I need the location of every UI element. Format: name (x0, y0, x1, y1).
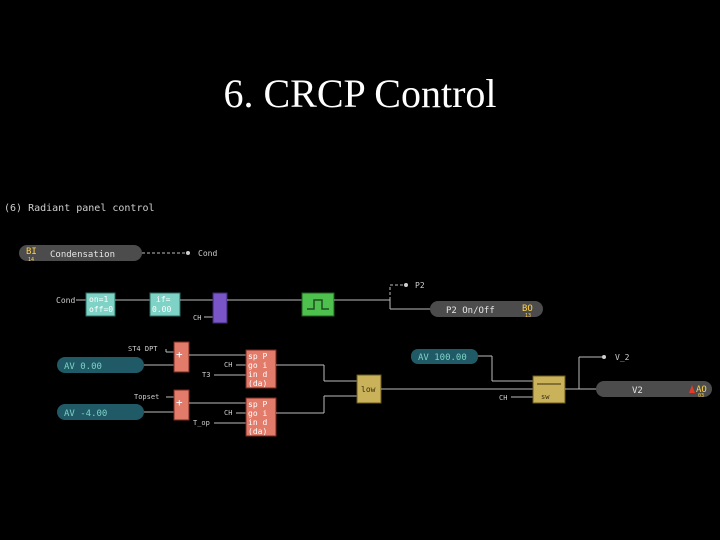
t-op-label: T_op (193, 419, 210, 427)
pid1-l1: sp P (248, 352, 267, 361)
bi-label: Condensation (50, 250, 115, 260)
cond-output-node (186, 251, 190, 255)
pulse-icon (307, 299, 329, 310)
mapper-block[interactable]: on=1 off=0 (85, 292, 116, 317)
p2-node (404, 283, 408, 287)
slide-title: 6. CRCP Control (223, 71, 497, 116)
bo-p2-block[interactable]: P2 On/Off BO 13 (430, 301, 543, 319)
av100-label: AV 100.00 (418, 353, 467, 363)
switch-block[interactable]: sw (532, 375, 566, 404)
low-label: low (361, 385, 376, 394)
av-100-block[interactable]: AV 100.00 (411, 349, 478, 364)
ch-small-label: CH (193, 314, 201, 322)
pid2-l1: sp P (248, 400, 267, 409)
sum1-plus: + (176, 348, 183, 361)
pid1-l2: go i (248, 361, 267, 370)
bo-sub: 13 (525, 313, 531, 319)
ch-sw-label: CH (499, 394, 507, 402)
pid2-l3: in d (248, 418, 267, 427)
cond-input-label: Cond (56, 296, 75, 305)
bi-condensation-block[interactable]: BI 14 Condensation (19, 245, 142, 263)
av1-label: AV 0.00 (64, 362, 102, 372)
if-line2: 0.00 (152, 305, 171, 314)
sum-block-1[interactable]: + (173, 341, 190, 373)
bo-tag: BO (522, 304, 533, 314)
bo-label: P2 On/Off (446, 306, 495, 316)
ao-tag: AO (696, 385, 707, 395)
cond-output-label: Cond (198, 249, 217, 258)
p2-tap-label: P2 (415, 281, 425, 290)
bi-tag: BI (26, 247, 37, 257)
av-setpoint-2[interactable]: AV -4.00 (57, 404, 144, 420)
ao-v2-block[interactable]: V2 AO 03 (596, 381, 712, 399)
if-block[interactable]: if= 0.00 (149, 292, 181, 317)
purple-block[interactable] (212, 292, 228, 324)
if-line1: if= (156, 295, 171, 304)
pid2-l2: go i (248, 409, 267, 418)
ao-alarm-icon (689, 385, 695, 393)
pid1-l3: in d (248, 370, 267, 379)
mapper-line2: off=0 (89, 305, 113, 314)
pid-block-1[interactable]: sp P go i in d (da) (245, 349, 277, 389)
pid-block-2[interactable]: sp P go i in d (da) (245, 397, 277, 437)
diagram-caption: (6) Radiant panel control (4, 203, 155, 214)
bi-sub: 14 (28, 257, 34, 263)
ch-b-label: CH (224, 409, 232, 417)
t3-label: T3 (202, 371, 210, 379)
pid1-l4: (da) (248, 379, 267, 388)
v2-node (602, 355, 606, 359)
sum-block-2[interactable]: + (173, 389, 190, 421)
av2-label: AV -4.00 (64, 409, 107, 419)
green-delay-block[interactable] (301, 292, 335, 317)
low-select-block[interactable]: low (356, 374, 382, 404)
av1-signal-label: ST4 DPT (128, 345, 158, 353)
mapper-line1: on=1 (89, 295, 108, 304)
sw-label: sw (541, 393, 550, 401)
ao-sub: 03 (698, 393, 704, 399)
av-setpoint-1[interactable]: AV 0.00 (57, 357, 144, 373)
av2-signal-label: Topset (134, 393, 159, 401)
ch-a-label: CH (224, 361, 232, 369)
pid2-l4: (da) (248, 427, 267, 436)
ao-label: V2 (632, 386, 643, 396)
v2-tap-label: V_2 (615, 353, 630, 362)
sum2-plus: + (176, 396, 183, 409)
